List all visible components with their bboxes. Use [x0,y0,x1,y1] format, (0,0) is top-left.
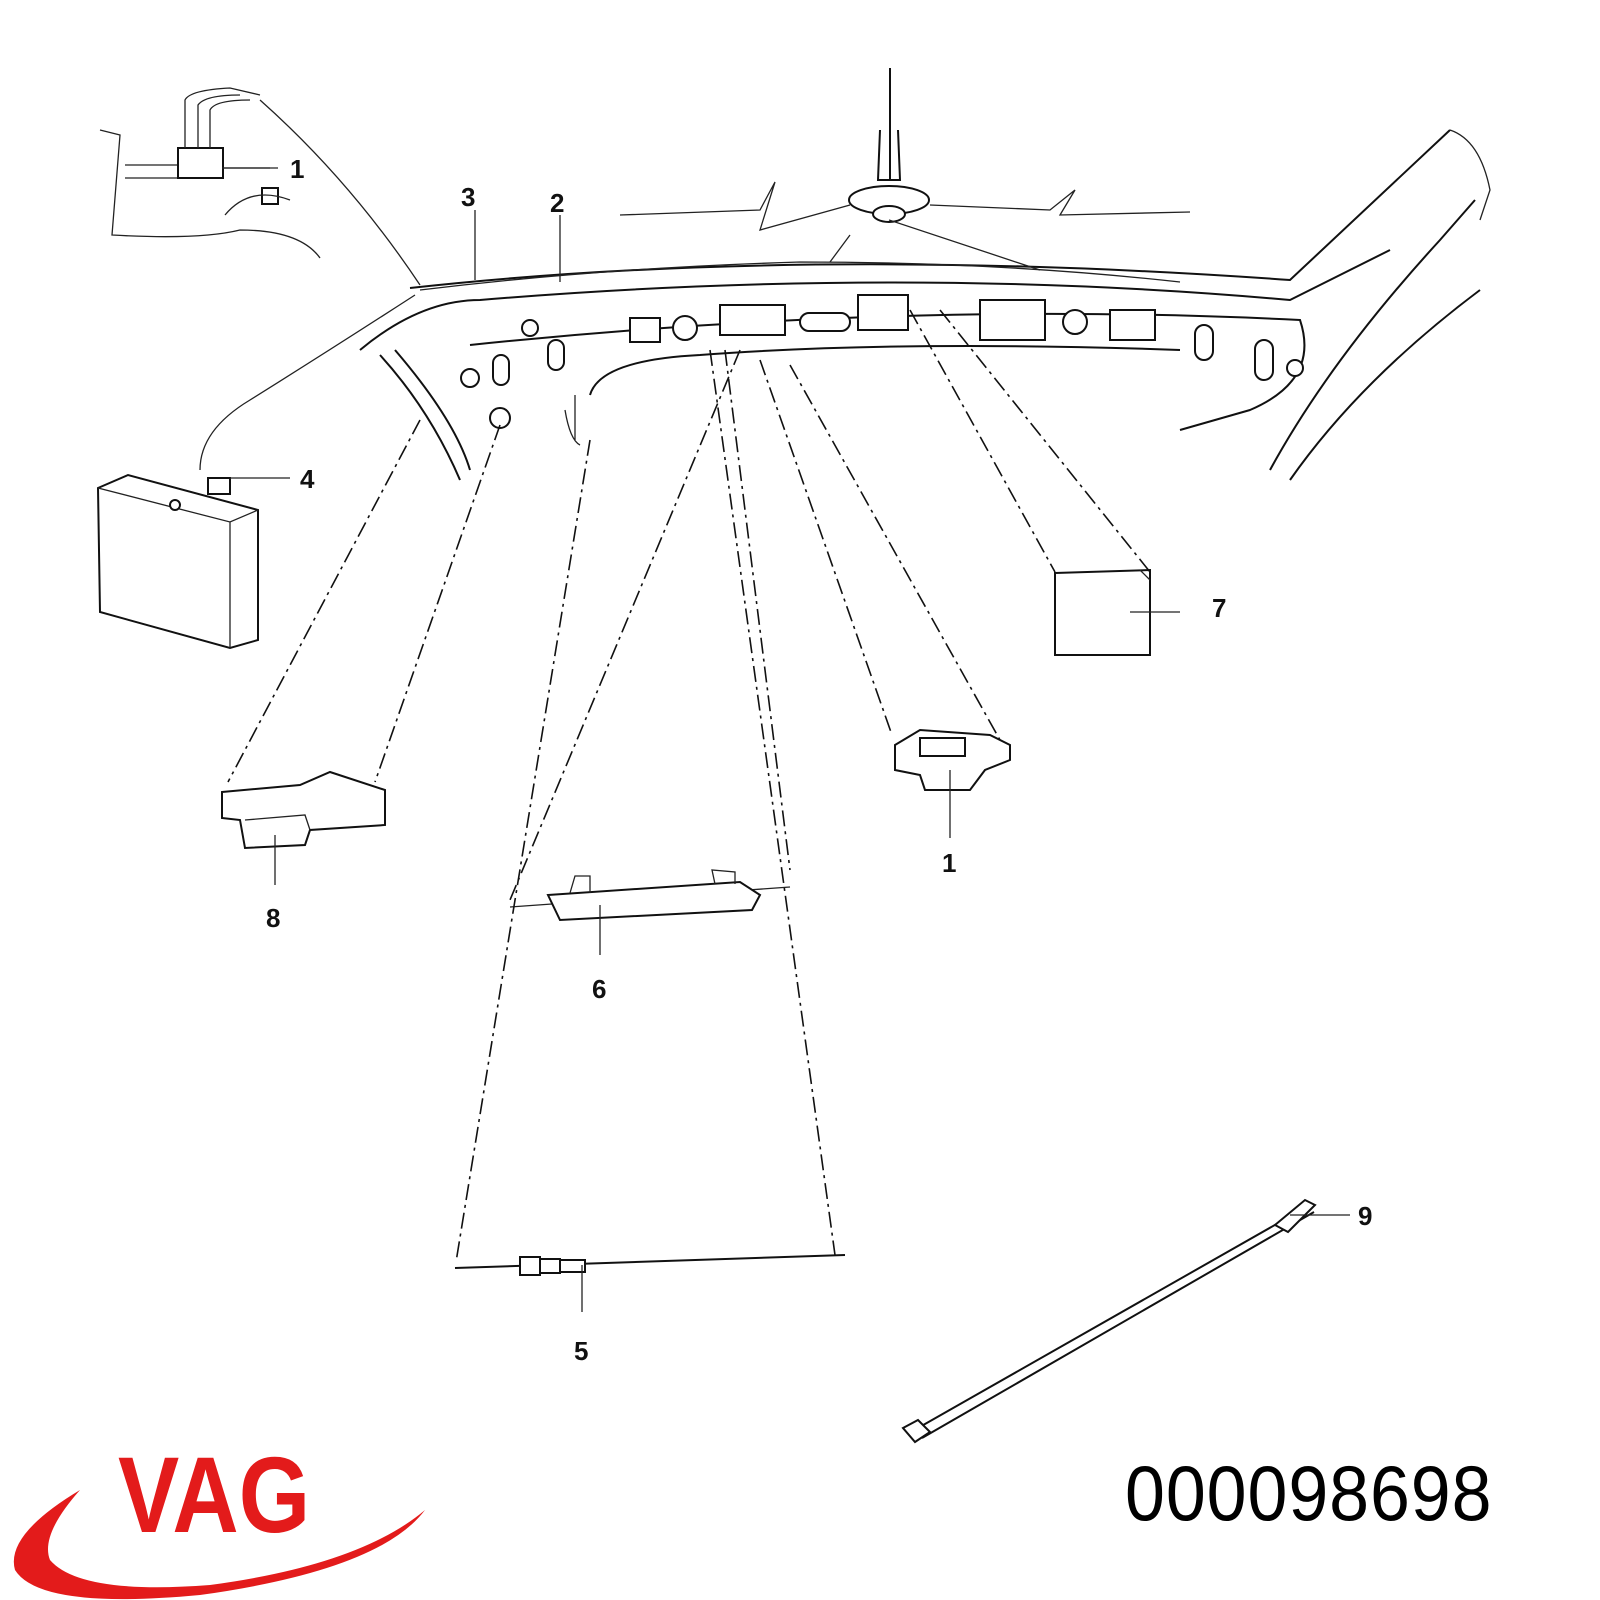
callout-2: 2 [550,188,564,218]
svg-text:VAG: VAG [118,1435,310,1556]
antenna-cable-5 [454,1254,846,1276]
connector-1 [894,728,1011,791]
inset-connector-detail [99,87,321,259]
control-unit [96,473,259,650]
leader-lines [222,167,1350,1312]
callout-8: 8 [266,903,280,933]
cable-clip-6 [509,869,791,922]
projection-lines [227,309,1151,1263]
callout-1: 1 [942,848,956,878]
module-7 [1054,568,1151,656]
cable-to-control-unit [199,99,421,471]
callout-4: 4 [300,464,315,494]
part-number: 000098698 [1125,1449,1493,1537]
vag-logo: VAG [13,1435,426,1600]
callout-1-inset: 1 [290,154,304,184]
callout-5: 5 [574,1336,588,1366]
bracket-8 [221,770,386,850]
callout-6: 6 [592,974,606,1004]
roof-antenna [619,68,1191,231]
callout-3: 3 [461,182,475,212]
callout-9: 9 [1358,1201,1372,1231]
rear-roof-frame [359,129,1491,481]
callout-7: 7 [1212,593,1226,623]
cable-tie-9 [901,1198,1317,1444]
